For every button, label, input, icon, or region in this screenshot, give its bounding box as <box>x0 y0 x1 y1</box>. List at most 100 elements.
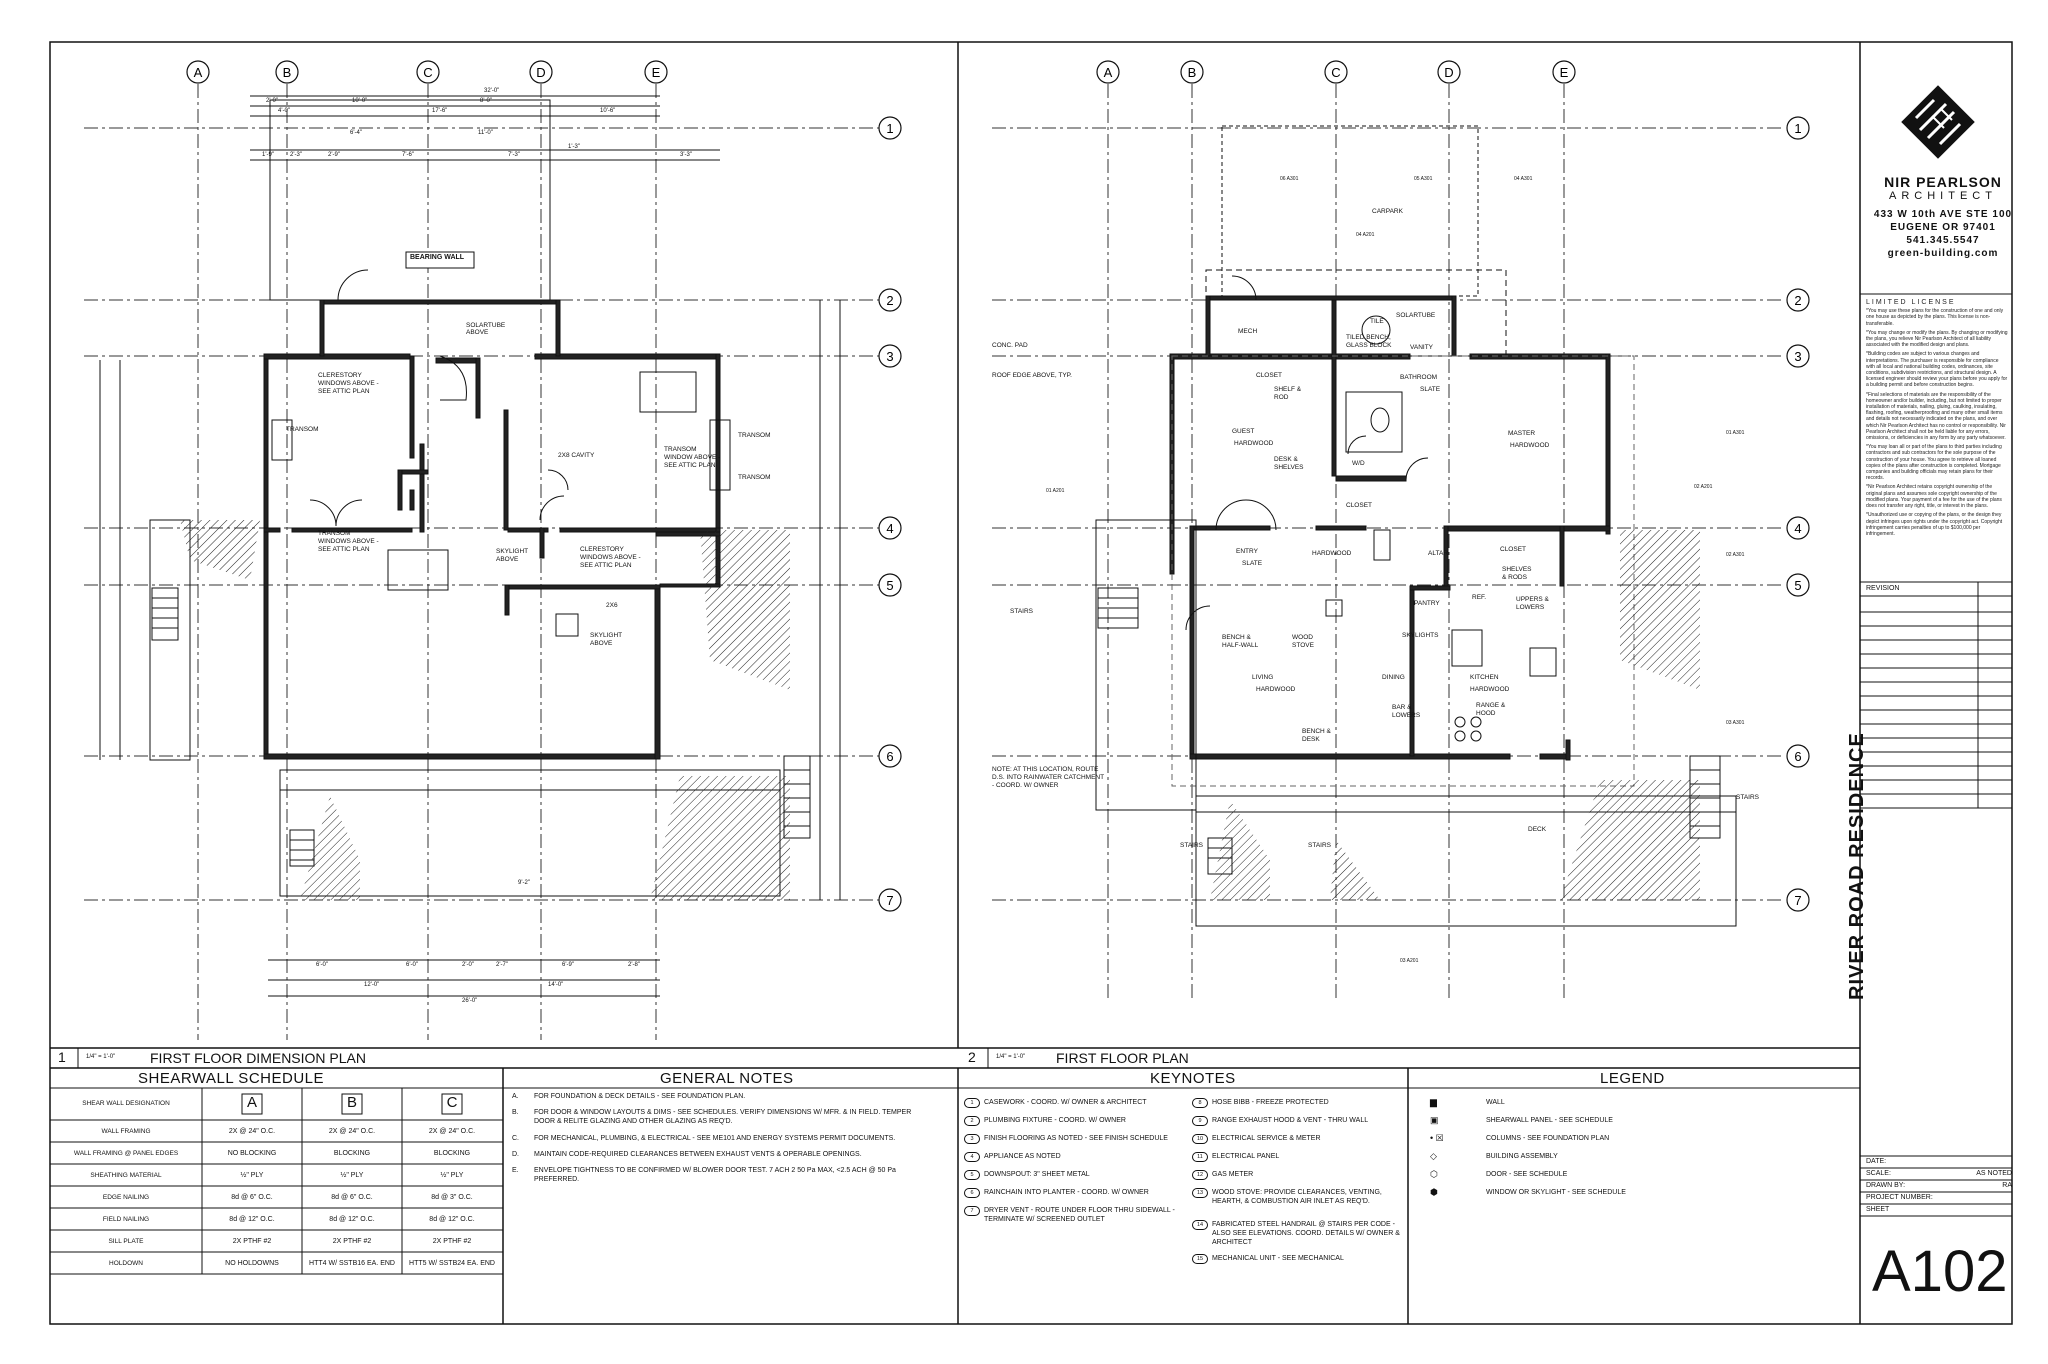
room-living: LIVING <box>1252 674 1274 681</box>
keynote-number: 6 <box>964 1188 980 1198</box>
keynotes-title: KEYNOTES <box>1150 1070 1236 1087</box>
keynote-text: HOSE BIBB - FREEZE PROTECTED <box>1212 1099 1329 1106</box>
general-note-letter: C. <box>512 1135 519 1142</box>
room-closet-2: CLOSET <box>1346 502 1373 509</box>
dim-bottom-9: 9'-2" <box>518 880 530 886</box>
dim-top-7: 6'-4" <box>350 130 362 136</box>
dim-top-4: 4'-0" <box>278 108 290 114</box>
keynote-number: 9 <box>1192 1116 1208 1126</box>
clerestory-label-1: CLERESTORY WINDOWS ABOVE - SEE ATTIC PLA… <box>318 372 379 395</box>
keynote-text: WOOD STOVE: PROVIDE CLEARANCES, VENTING,… <box>1212 1189 1382 1205</box>
firm-name: NIR PEARLSON <box>1884 174 2002 190</box>
section-tag: 03 A201 <box>1400 958 1419 964</box>
shearwall-cell: ½" PLY <box>340 1172 364 1179</box>
clerestory-label-2: CLERESTORY WINDOWS ABOVE - SEE ATTIC PLA… <box>580 546 641 569</box>
dim-top-8: 11'-0" <box>478 130 493 136</box>
label-tiled-bench: TILED BENCH, GLASS BLOCK <box>1346 334 1392 349</box>
sheet-number: A102 <box>1872 1239 2008 1304</box>
label-stairs-1: STAIRS <box>1010 608 1033 615</box>
keynote-number: 5 <box>964 1170 980 1180</box>
shearwall-cell: 8d @ 6" O.C. <box>231 1194 273 1201</box>
shearwall-cell: 2X @ 24" O.C. <box>228 1128 276 1135</box>
transom-label-3: TRANSOM <box>738 474 771 481</box>
grid-row-bubble-label: 7 <box>886 893 893 908</box>
grid-row-bubble-label: 1 <box>1794 121 1801 136</box>
grid-column-bubble-label: A <box>1104 65 1113 80</box>
keynote-number: 14 <box>1192 1220 1208 1230</box>
label-shelf-rod: SHELF & ROD <box>1274 386 1302 401</box>
shearwall-cell: HTT4 W/ SSTB16 EA. END <box>309 1260 395 1267</box>
keynote-text: APPLIANCE AS NOTED <box>984 1153 1061 1160</box>
section-tag: 01 A201 <box>1046 488 1065 494</box>
general-notes-title: GENERAL NOTES <box>660 1070 794 1087</box>
shearwall-cell: NO HOLDOWNS <box>225 1260 279 1267</box>
door-symbol-icon: ⬡ <box>1430 1169 1438 1179</box>
grid-column-bubble-label: D <box>1444 65 1453 80</box>
dim-top-9: 1'-9" <box>262 152 274 158</box>
keynote-text: RANGE EXHAUST HOOD & VENT - THRU WALL <box>1212 1117 1369 1124</box>
project-name: RIVER ROAD RESIDENCE <box>1846 732 1868 1000</box>
dim-bottom-0: 6'-0" <box>316 962 328 968</box>
grid-column-bubble-circle <box>1552 60 1576 84</box>
label-wood-stove: WOOD STOVE <box>1292 634 1314 649</box>
room-dining: DINING <box>1382 674 1405 681</box>
keynote-number: 1 <box>964 1098 980 1108</box>
legend-text: COLUMNS - SEE FOUNDATION PLAN <box>1486 1135 1610 1142</box>
label-conc-pad: CONC. PAD <box>992 342 1028 349</box>
grid-row-bubble-label: 3 <box>1794 349 1801 364</box>
grid-column-bubble-label: B <box>283 65 292 80</box>
grid-column-bubble-label: D <box>536 65 545 80</box>
keynote-text: ELECTRICAL SERVICE & METER <box>1212 1135 1321 1142</box>
shearwall-type-c: C <box>446 1094 458 1111</box>
grid-row-bubble-label: 4 <box>886 521 893 536</box>
label-tile: TILE <box>1370 318 1384 325</box>
section-tag: 02 A201 <box>1694 484 1713 490</box>
dim-top-15: 3'-3" <box>680 152 692 158</box>
grid-row-bubble-circle <box>878 888 902 912</box>
legend-text: BUILDING ASSEMBLY <box>1486 1153 1558 1160</box>
grid-column-bubble-circle <box>416 60 440 84</box>
keynote-number: 3 <box>964 1134 980 1144</box>
label-bench-halfwall: BENCH & HALF-WALL <box>1222 634 1259 649</box>
dim-top-0: 32'-0" <box>484 88 500 94</box>
keynote-number: 15 <box>1192 1254 1208 1264</box>
dim-top-14: 1'-3" <box>568 144 580 150</box>
general-note-text: FOR DOOR & WINDOW LAYOUTS & DIMS - SEE S… <box>534 1109 912 1125</box>
license-paragraph: *Building codes are subject to various c… <box>1866 351 2008 389</box>
plan2-grid <box>992 84 1784 1000</box>
section-tag: 06 A301 <box>1280 176 1299 182</box>
keynote-number: 8 <box>1192 1098 1208 1108</box>
date-label: DATE: <box>1866 1158 1887 1165</box>
keynote-number: 2 <box>964 1116 980 1126</box>
section-tag: 02 A301 <box>1726 552 1745 558</box>
room-mech: MECH <box>1238 328 1258 335</box>
grid-row-bubble-circle <box>878 288 902 312</box>
transom-label-1: TRANSOM <box>286 426 319 433</box>
room-closet-3: CLOSET <box>1500 546 1527 553</box>
grid-row-bubble-label: 5 <box>1794 578 1801 593</box>
column-symbol-icon: • ☒ <box>1430 1133 1444 1143</box>
shearwall-row-label: WALL FRAMING @ PANEL EDGES <box>73 1150 179 1157</box>
grid-column-bubble-label: A <box>194 65 203 80</box>
general-note-text: FOR FOUNDATION & DECK DETAILS - SEE FOUN… <box>534 1093 746 1100</box>
dim-top-3: 8'-0" <box>480 98 492 104</box>
dim-top-11: 2'-9" <box>328 152 340 158</box>
label-hardwood-kitchen: HARDWOOD <box>1470 686 1510 693</box>
general-note-letter: E. <box>512 1167 519 1174</box>
shearwall-cell: 8d @ 12" O.C. <box>329 1216 375 1223</box>
grid-row-bubble-circle <box>1786 888 1810 912</box>
shearwall-type-a: A <box>246 1094 257 1111</box>
label-hardwood-master: HARDWOOD <box>1510 442 1550 449</box>
room-bathroom: BATHROOM <box>1400 374 1438 381</box>
keynote-number: 7 <box>964 1206 980 1216</box>
dim-top-6: 10'-6" <box>600 108 616 114</box>
grid-row-bubble-label: 7 <box>1794 893 1801 908</box>
shearwall-cell: 2X @ 24" O.C. <box>328 1128 376 1135</box>
grid-row-bubble-circle <box>1786 116 1810 140</box>
keynote-number: 10 <box>1192 1134 1208 1144</box>
section-tag: 05 A301 <box>1414 176 1433 182</box>
firm-web: green-building.com <box>1887 248 1999 259</box>
license-paragraph: *Nir Pearlson Architect retains copyrigh… <box>1866 484 2002 510</box>
section-tag: 04 A301 <box>1514 176 1533 182</box>
